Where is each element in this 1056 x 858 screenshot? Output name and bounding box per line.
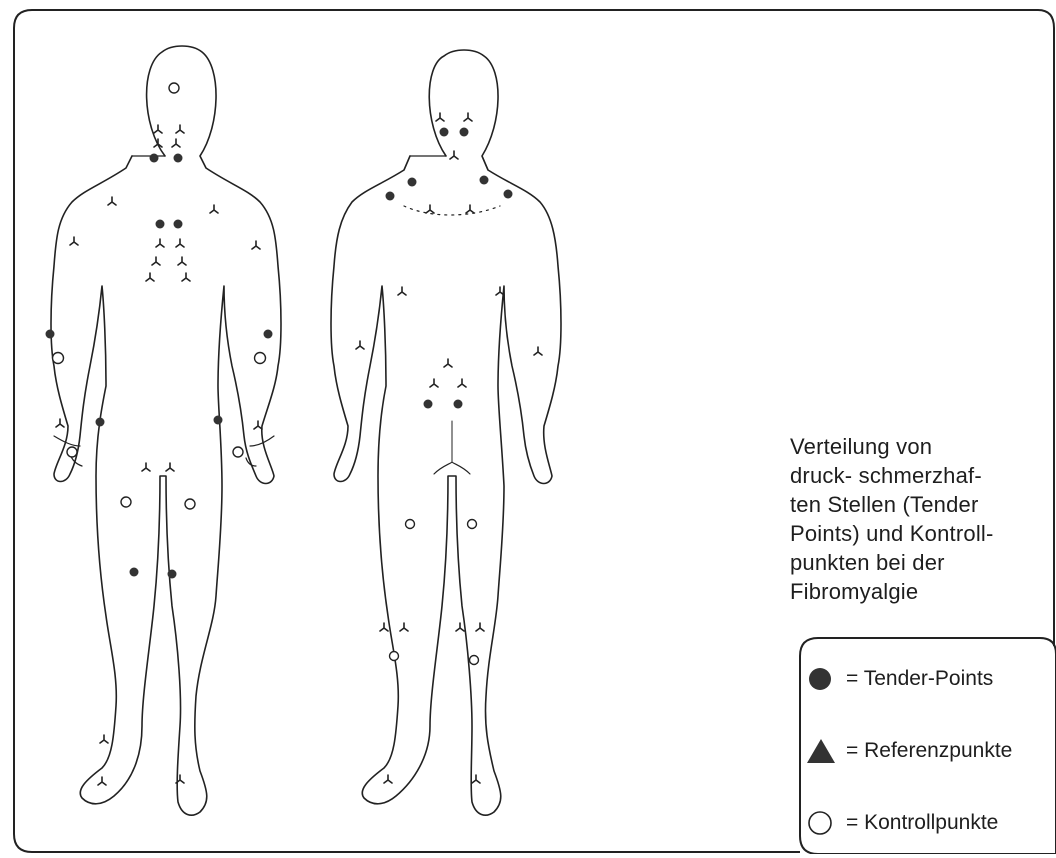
reference-point bbox=[456, 623, 464, 631]
reference-point bbox=[98, 777, 106, 785]
reference-point bbox=[182, 273, 190, 281]
tender-point bbox=[130, 568, 139, 577]
reference-point bbox=[142, 463, 150, 471]
reference-point bbox=[108, 197, 116, 205]
outer-border-left bbox=[14, 10, 800, 852]
caption-line: Points) und Kontroll- bbox=[790, 519, 1052, 548]
back-body-figure bbox=[331, 50, 561, 815]
reference-point bbox=[426, 205, 434, 213]
reference-point bbox=[464, 113, 472, 121]
figure-caption: Verteilung von druck- schmerzhaf- ten St… bbox=[790, 432, 1052, 606]
reference-point bbox=[254, 421, 262, 429]
reference-point bbox=[476, 623, 484, 631]
reference-point bbox=[450, 151, 458, 159]
reference-point bbox=[146, 273, 154, 281]
legend-label: = Referenzpunkte bbox=[846, 739, 1012, 763]
front-body-figure bbox=[51, 46, 281, 815]
tender-point bbox=[440, 128, 449, 137]
reference-point bbox=[356, 341, 364, 349]
tender-point bbox=[150, 154, 159, 163]
tender-point bbox=[46, 330, 55, 339]
tender-point bbox=[96, 418, 105, 427]
control-point bbox=[468, 520, 477, 529]
tender-point bbox=[504, 190, 513, 199]
reference-point bbox=[154, 125, 162, 133]
control-point bbox=[169, 83, 179, 93]
reference-point bbox=[430, 379, 438, 387]
reference-point bbox=[400, 623, 408, 631]
control-point bbox=[255, 353, 266, 364]
filled-circle-icon bbox=[806, 664, 838, 694]
legend-item-control-points: = Kontrollpunkte bbox=[806, 808, 998, 838]
reference-point bbox=[436, 113, 444, 121]
reference-point bbox=[56, 419, 64, 427]
control-points bbox=[53, 83, 479, 665]
legend-item-tender-points: = Tender-Points bbox=[806, 664, 993, 694]
reference-point bbox=[210, 205, 218, 213]
control-point bbox=[67, 447, 77, 457]
tender-point bbox=[174, 220, 183, 229]
legend-item-reference-points: = Referenzpunkte bbox=[806, 736, 1012, 766]
reference-point bbox=[252, 241, 260, 249]
tender-point bbox=[386, 192, 395, 201]
reference-point bbox=[70, 237, 78, 245]
figure-frame bbox=[10, 6, 1056, 854]
reference-point bbox=[176, 239, 184, 247]
reference-point bbox=[178, 257, 186, 265]
reference-point bbox=[384, 775, 392, 783]
legend-label: = Tender-Points bbox=[846, 667, 993, 691]
caption-line: Fibromyalgie bbox=[790, 577, 1052, 606]
caption-line: punkten bei der bbox=[790, 548, 1052, 577]
reference-point bbox=[534, 347, 542, 355]
legend-label: = Kontrollpunkte bbox=[846, 811, 998, 835]
filled-triangle-icon bbox=[806, 736, 838, 766]
reference-point bbox=[152, 257, 160, 265]
control-point bbox=[121, 497, 131, 507]
control-point bbox=[185, 499, 195, 509]
reference-point bbox=[444, 359, 452, 367]
control-point bbox=[53, 353, 64, 364]
control-point bbox=[406, 520, 415, 529]
open-circle-icon bbox=[806, 808, 838, 838]
tender-point bbox=[168, 570, 177, 579]
tender-point bbox=[408, 178, 417, 187]
reference-point bbox=[380, 623, 388, 631]
reference-point bbox=[398, 287, 406, 295]
reference-point bbox=[156, 239, 164, 247]
reference-point bbox=[176, 125, 184, 133]
reference-point bbox=[172, 139, 180, 147]
tender-point bbox=[460, 128, 469, 137]
caption-line: Verteilung von bbox=[790, 432, 1052, 461]
control-point bbox=[233, 447, 243, 457]
reference-point bbox=[472, 775, 480, 783]
tender-point bbox=[264, 330, 273, 339]
caption-line: druck- schmerzhaf- bbox=[790, 461, 1052, 490]
reference-point bbox=[466, 205, 474, 213]
tender-point bbox=[174, 154, 183, 163]
tender-point bbox=[156, 220, 165, 229]
control-point bbox=[470, 656, 479, 665]
reference-point bbox=[166, 463, 174, 471]
tender-point bbox=[214, 416, 223, 425]
reference-points bbox=[56, 113, 542, 785]
tender-point bbox=[480, 176, 489, 185]
tender-points bbox=[46, 128, 513, 579]
tender-point bbox=[454, 400, 463, 409]
control-point bbox=[390, 652, 399, 661]
reference-point bbox=[100, 735, 108, 743]
reference-point bbox=[458, 379, 466, 387]
tender-point bbox=[424, 400, 433, 409]
caption-line: ten Stellen (Tender bbox=[790, 490, 1052, 519]
